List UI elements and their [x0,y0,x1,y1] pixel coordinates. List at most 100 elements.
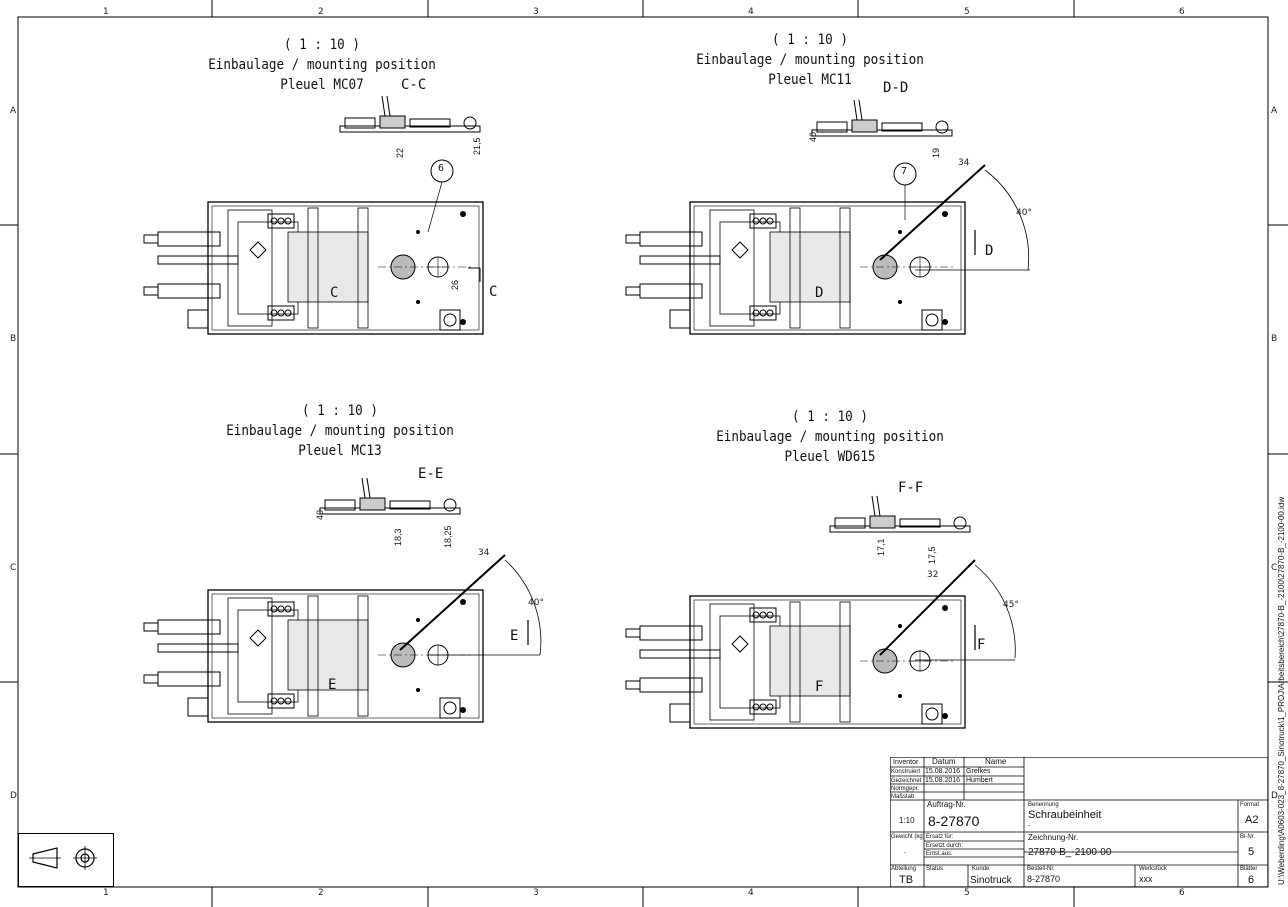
view-4-scale: ( 1 : 10 ) [792,409,868,425]
view-3-dim-34: 34 [478,548,490,558]
view-3-dim-18-3: 18,3 [393,528,403,546]
tb-konstruiert-datum: 15.08.2016 [925,768,961,775]
zone-bottom-5: 5 [964,888,970,898]
view-4-dim-17-5: 17,5 [927,546,937,564]
tb-format: A2 [1245,814,1259,826]
tb-kunde: Sinotruck [970,875,1012,886]
view-4-dim-32: 32 [927,570,939,580]
tb-hdr-inventor: Inventor [893,759,919,766]
view-4-caption: ( 1 : 10 ) Einbaulage / mounting positio… [713,407,947,467]
view-4-section-mark-b: F [977,637,986,653]
zone-bottom-4: 4 [748,888,754,898]
tb-label-bestell: Bestell-Nr. [1027,866,1055,872]
zone-top-4: 4 [748,7,754,17]
tb-massstab: 1:10 [899,816,915,825]
tb-label-auftrag: Auftrag-Nr. [927,800,966,809]
view-4-part: Pleuel WD615 [784,449,876,465]
view-3-dim-40: 40 [315,509,325,520]
zone-left-a: A [10,106,17,116]
tb-hdr-name: Name [985,757,1007,766]
tb-hdr-datum: Datum [932,757,956,766]
view-2-section-mark-a: D [815,285,824,301]
zone-top-1: 1 [103,7,109,17]
tb-benennung: Schraubeinheit [1028,809,1102,821]
view-4-section-mark-a: F [815,679,824,695]
tb-row-normgepr: Normgepr. [891,786,920,792]
tb-bestell: 8-27870 [1027,874,1061,884]
tb-row-gezeichnet: Gezeichnet [891,778,922,784]
tb-konstruiert-name: Grefkes [966,768,991,775]
view-3-dim-40deg: 40° [528,598,544,608]
view-3-section-label: E-E [418,466,444,482]
tb-label-massstab: Maßstab [891,794,915,800]
tb-abteilung: TB [899,874,914,886]
tb-auftrag: 8-27870 [928,813,980,829]
view-1-section-mark-b: C [489,284,498,300]
zone-bottom-6: 6 [1179,888,1185,898]
view-1-part: Pleuel MC07 [280,77,364,93]
view-2-dim-19: 19 [931,147,941,158]
tb-label-status: Status [926,866,944,872]
zone-right-a: A [1271,106,1278,116]
tb-label-gewicht: Gewicht (kg) [891,834,925,840]
view-2-dim-40: 40 [808,131,818,142]
tb-label-benennung: Benennung [1028,802,1059,808]
zone-bottom-1: 1 [103,888,109,898]
view-2-balloon: 7 [901,166,908,177]
view-1-scale: ( 1 : 10 ) [284,37,360,53]
tb-zeichnung: 27870-B_-2100-00 [1028,847,1112,858]
view-2-scale: ( 1 : 10 ) [772,32,848,48]
zone-bottom-3: 3 [533,888,539,898]
projection-symbol [18,833,114,887]
zone-right-b: B [1271,334,1278,344]
tb-gezeichnet-name: Humbert [966,777,993,784]
tb-row-konstruiert: Konstruiert [891,769,921,775]
zone-top-2: 2 [318,7,324,17]
view-1-balloon: 6 [438,163,445,174]
tb-label-werkstueck: Werkstück [1139,866,1167,872]
zone-top-3: 3 [533,7,539,17]
view-3-title: Einbaulage / mounting position [226,423,454,439]
tb-blaetter: 6 [1248,874,1255,886]
first-angle-projection-icon [29,846,97,870]
view-1-section-mark-a: C [330,285,339,301]
view-4-dim-45deg: 45° [1003,600,1019,610]
view-3-caption: ( 1 : 10 ) Einbaulage / mounting positio… [223,401,457,461]
view-1-dim-21-5: 21,5 [472,137,482,155]
view-2-part: Pleuel MC11 [768,72,852,88]
title-block: Inventor Datum Name Konstruiert 15.08.20… [890,757,1268,887]
tb-gezeichnet-datum: 15.08.2016 [925,777,961,784]
tb-label-blnr: Bl-Nr. [1240,834,1255,840]
view-1-dim-22: 22 [395,147,405,158]
tb-werkstueck: xxx [1139,874,1153,884]
zone-left-b: B [10,334,17,344]
view-1-section-label: C-C [401,77,427,93]
tb-label-zeichnung: Zeichnung-Nr. [1028,833,1079,842]
view-4-title: Einbaulage / mounting position [716,429,944,445]
tb-label-ersetzt-durch: Ersetzt durch: [926,843,964,849]
view-2-title: Einbaulage / mounting position [696,52,924,68]
tb-label-abteilung: Abteilung [891,866,917,872]
view-3-part: Pleuel MC13 [298,443,382,459]
tb-label-blaetter: Blätter [1240,866,1258,872]
tb-gewicht: - [904,850,906,856]
view-3-scale: ( 1 : 10 ) [302,403,378,419]
view-2-dim-34: 34 [958,158,970,168]
zone-left-c: C [10,563,17,573]
tb-blnr: 5 [1248,846,1255,858]
view-3-section-mark-b: E [510,628,519,644]
zone-left-d: D [10,791,17,801]
zone-top-6: 6 [1179,7,1185,17]
view-1-dim-26: 26 [450,279,460,290]
view-4-section-label: F-F [898,480,924,496]
view-1-title: Einbaulage / mounting position [208,57,436,73]
view-2-section-mark-b: D [985,243,994,259]
view-4-dim-17-1: 17,1 [876,538,886,556]
tb-label-ersatz-fuer: Ersatz für: [926,834,954,840]
view-1-caption: ( 1 : 10 ) Einbaulage / mounting positio… [205,35,439,95]
tb-benennung-sub: - [1028,823,1030,829]
view-2-dim-40deg: 40° [1016,208,1032,218]
zone-right-c: C [1271,563,1278,573]
